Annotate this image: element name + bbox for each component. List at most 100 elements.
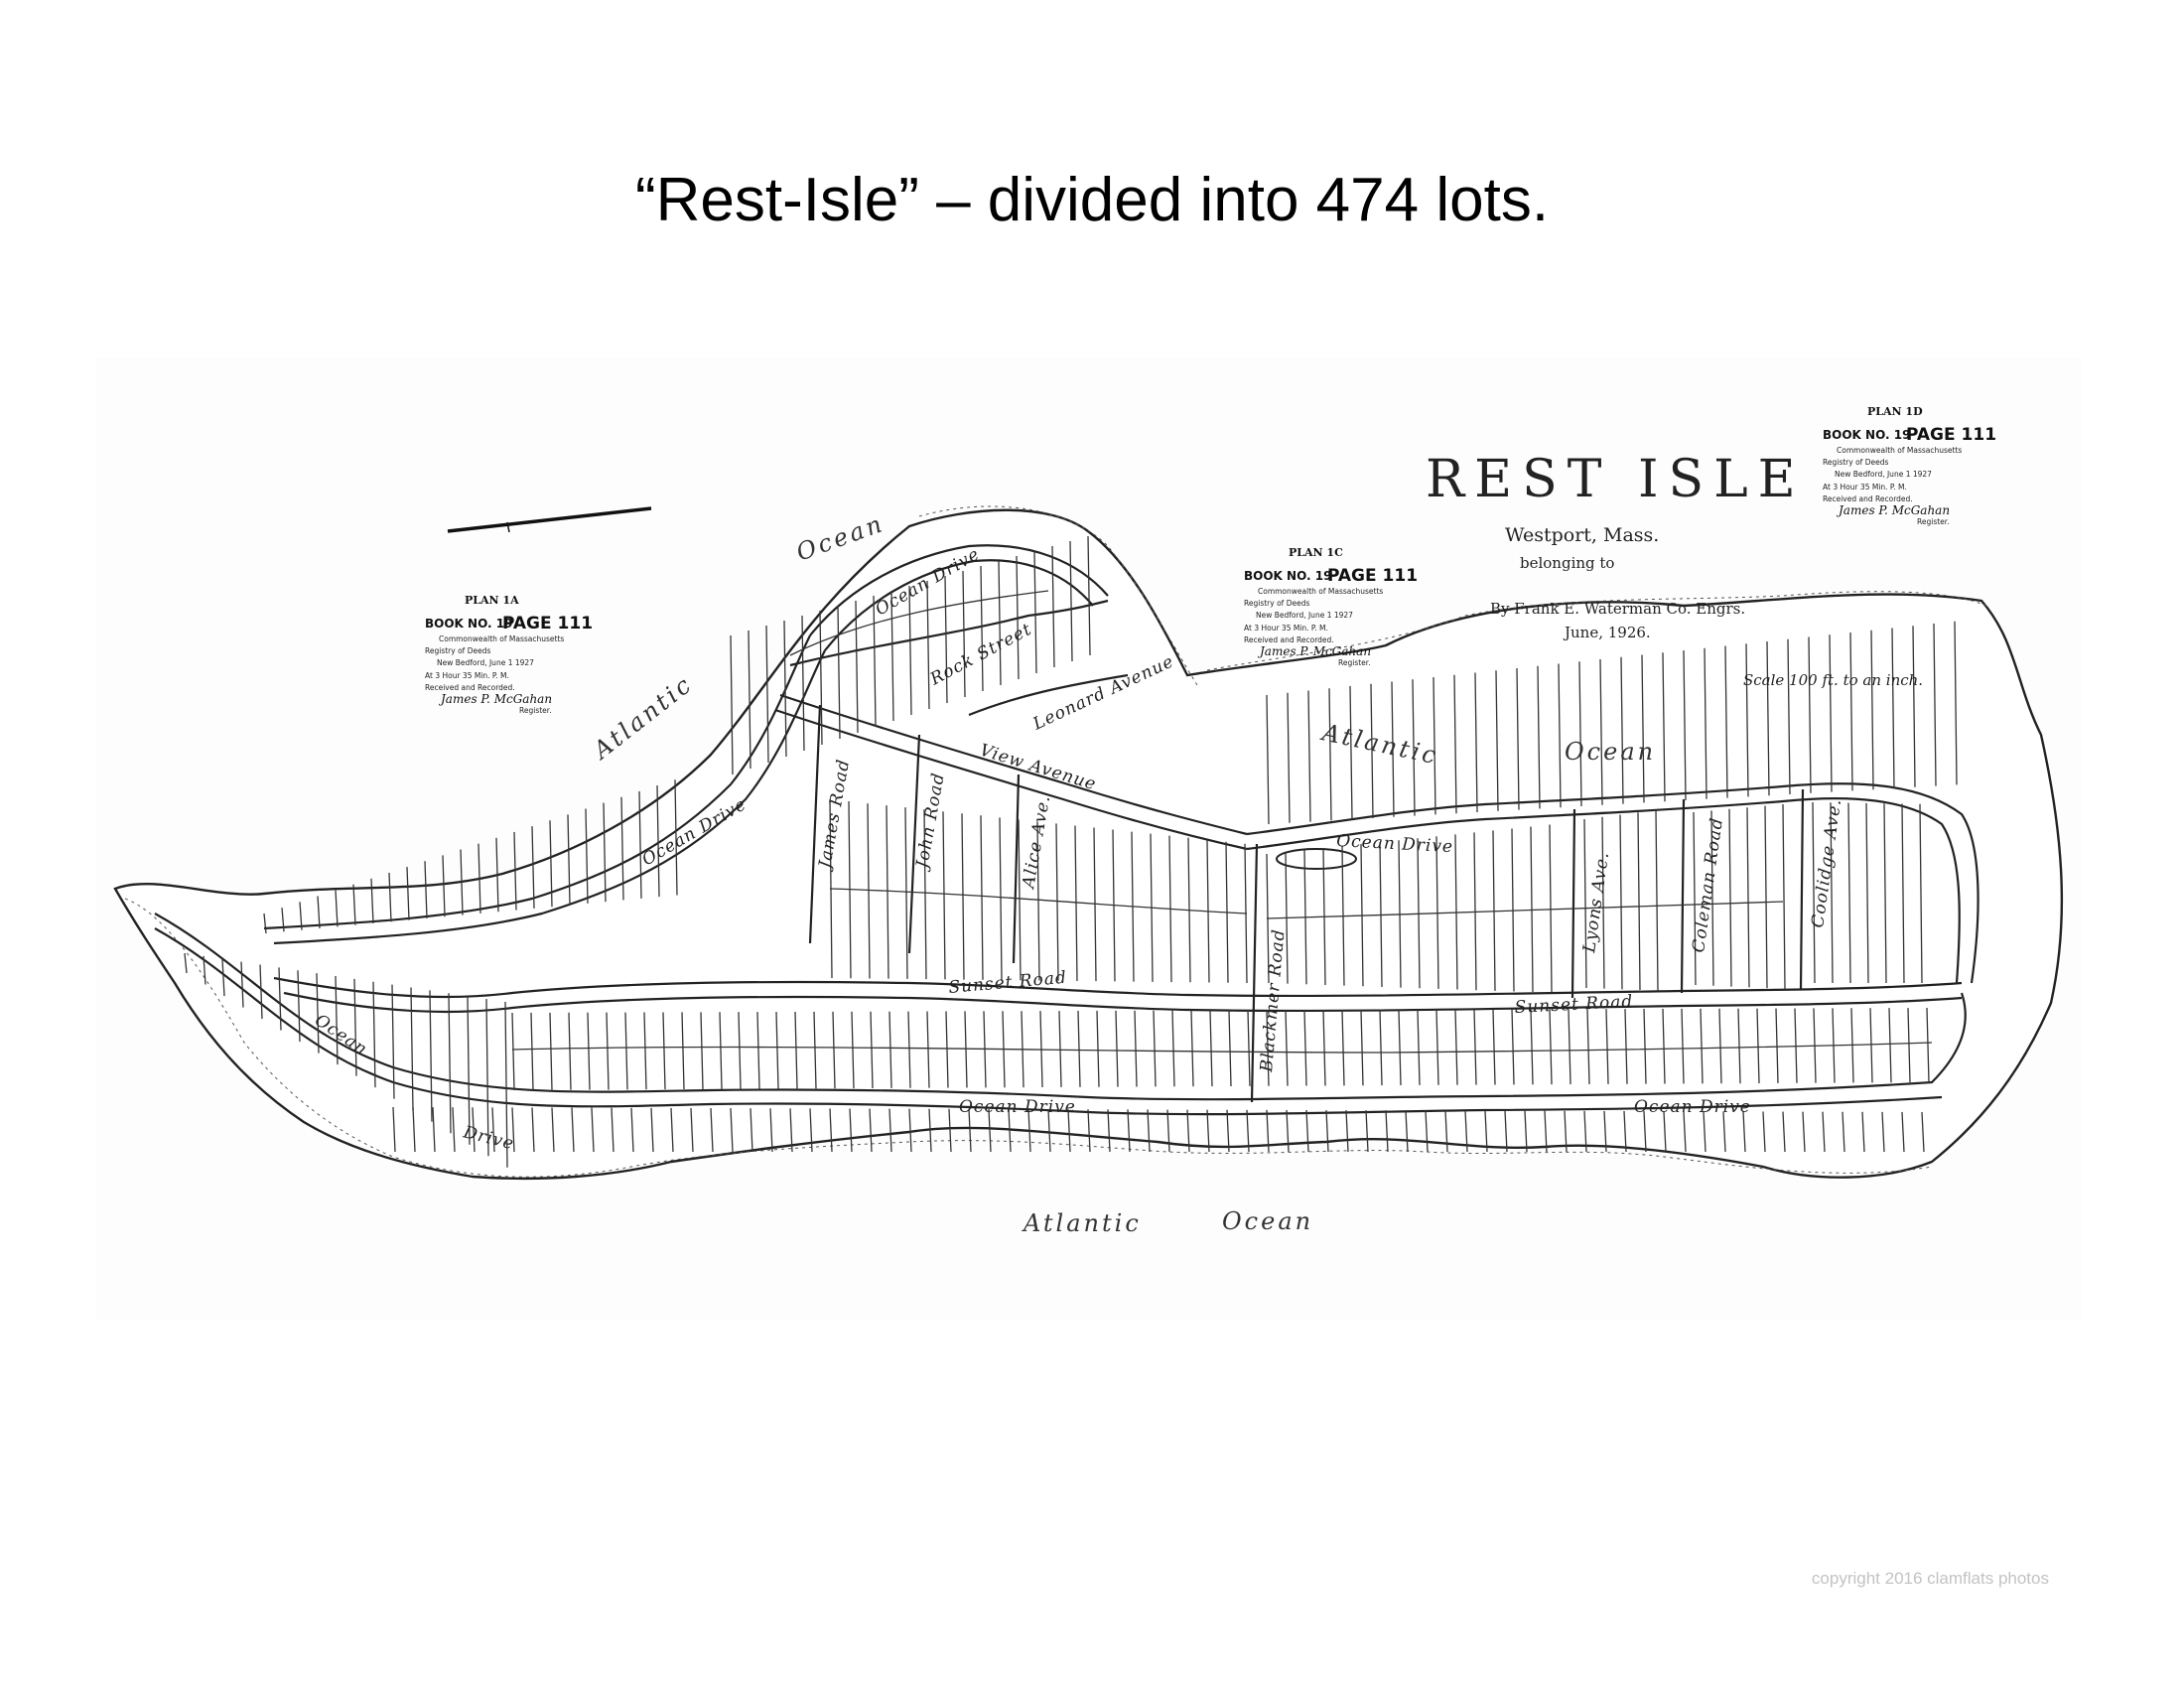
lot-line bbox=[1926, 1008, 1930, 1083]
lot-line bbox=[748, 630, 751, 770]
lot-line bbox=[1412, 679, 1416, 816]
lot-line bbox=[1370, 683, 1374, 819]
map-title: REST ISLE bbox=[1426, 450, 1806, 509]
lot-line bbox=[1069, 540, 1073, 662]
lot-line bbox=[964, 1011, 968, 1088]
lot-line bbox=[1417, 1009, 1421, 1085]
svg-text:At 3 Hour 35 Min. P. M.: At 3 Hour 35 Min. P. M. bbox=[1823, 483, 1907, 492]
lot-line bbox=[1829, 634, 1833, 792]
lot-line bbox=[406, 867, 410, 920]
lot-line bbox=[203, 955, 206, 985]
map-date: June, 1926. bbox=[1563, 624, 1651, 641]
svg-text:Register.: Register. bbox=[519, 706, 552, 715]
lot-line bbox=[511, 1042, 1933, 1054]
lot-line bbox=[867, 803, 871, 979]
lot-line bbox=[1756, 1008, 1760, 1084]
lot-line bbox=[1623, 1110, 1627, 1153]
lot-line bbox=[829, 888, 1248, 914]
lot-line bbox=[591, 1107, 595, 1153]
lot-line bbox=[681, 1012, 685, 1090]
ocean-label-bottom: Ocean bbox=[1222, 1207, 1313, 1235]
lot-line bbox=[1341, 1010, 1345, 1086]
lot-line bbox=[299, 902, 303, 930]
lot-line bbox=[1620, 656, 1624, 804]
lot-line bbox=[1328, 688, 1332, 821]
lot-line bbox=[1849, 632, 1853, 791]
lot-line bbox=[353, 978, 357, 1076]
lot-line bbox=[549, 1012, 553, 1090]
lot-line bbox=[530, 1012, 534, 1090]
lot-line bbox=[813, 1011, 817, 1089]
lot-line bbox=[1683, 1111, 1687, 1153]
lot-line bbox=[1919, 803, 1923, 984]
lot-line bbox=[1724, 645, 1728, 798]
lot-line bbox=[281, 908, 285, 932]
road-alice-ave bbox=[1012, 774, 1021, 964]
lot-line bbox=[1365, 1110, 1369, 1153]
street-label-ocean-drive-bottom: Ocean Drive bbox=[959, 1097, 1076, 1117]
lot-line bbox=[1742, 1111, 1746, 1153]
lot-line bbox=[1901, 1111, 1905, 1153]
lot-line bbox=[1583, 818, 1587, 989]
lot-line bbox=[789, 590, 1049, 656]
lot-line bbox=[1266, 1010, 1270, 1086]
lot-line bbox=[1722, 1111, 1726, 1153]
lot-line bbox=[783, 620, 787, 758]
lot-line bbox=[511, 1012, 515, 1091]
lot-line bbox=[926, 1011, 930, 1088]
lot-line bbox=[674, 779, 678, 896]
lot-line bbox=[1166, 1109, 1170, 1153]
lot-line bbox=[1704, 647, 1707, 799]
lot-line bbox=[1349, 685, 1353, 820]
lot-line bbox=[1055, 823, 1059, 981]
lot-line bbox=[442, 855, 446, 917]
lot-line bbox=[1583, 1110, 1587, 1153]
lot-line bbox=[1624, 1009, 1628, 1084]
lot-line bbox=[531, 1107, 535, 1153]
lot-line bbox=[1492, 1009, 1496, 1085]
lot-line bbox=[1226, 1109, 1230, 1153]
lot-line bbox=[928, 1108, 932, 1153]
lot-line bbox=[1601, 816, 1605, 989]
lot-line bbox=[335, 976, 339, 1065]
lot-line bbox=[1286, 1109, 1290, 1153]
lot-line bbox=[1787, 638, 1791, 795]
lot-line bbox=[1599, 658, 1603, 805]
lot-line bbox=[1901, 803, 1905, 984]
lot-line bbox=[1766, 640, 1770, 796]
lot-line bbox=[478, 843, 481, 914]
lot-line bbox=[391, 984, 395, 1099]
lot-line bbox=[1147, 1109, 1151, 1153]
lot-line bbox=[1812, 801, 1816, 984]
lot-line bbox=[1683, 649, 1687, 801]
map-scale: Scale 100 ft. to an inch. bbox=[1743, 671, 1923, 689]
svg-text:BOOK NO. 19: BOOK NO. 19 bbox=[1823, 428, 1910, 442]
recording-stamp-plan-1d: PLAN 1D BOOK NO. 19 PAGE 111 Commonwealt… bbox=[1823, 405, 1996, 526]
lot-line bbox=[1051, 545, 1055, 668]
lot-line bbox=[1360, 1009, 1364, 1086]
svg-text:Registry of Deeds: Registry of Deeds bbox=[425, 646, 490, 655]
lot-line bbox=[1912, 626, 1916, 787]
lot-line bbox=[1842, 1111, 1845, 1153]
lot-line bbox=[756, 1012, 760, 1089]
lot-line bbox=[1484, 1110, 1488, 1153]
lot-line bbox=[568, 1012, 572, 1090]
lot-line bbox=[606, 1012, 610, 1090]
lot-line bbox=[700, 1012, 704, 1089]
lot-line bbox=[1802, 1111, 1806, 1153]
lot-line bbox=[1891, 628, 1895, 789]
lot-line bbox=[1504, 1110, 1508, 1153]
lot-line bbox=[962, 570, 966, 698]
lot-line bbox=[837, 605, 841, 740]
lot-line bbox=[1530, 826, 1534, 993]
lot-line bbox=[448, 993, 452, 1134]
road-sunset-road bbox=[273, 976, 1963, 999]
svg-text:James P. McGahan: James P. McGahan bbox=[1257, 644, 1371, 658]
svg-text:PLAN 1D: PLAN 1D bbox=[1867, 405, 1923, 418]
lot-line bbox=[495, 837, 499, 913]
lot-line bbox=[1762, 1111, 1766, 1153]
lot-line bbox=[297, 970, 301, 1043]
road-lyons-ave bbox=[1570, 808, 1576, 999]
lot-line bbox=[851, 1011, 855, 1089]
lot-line bbox=[1641, 654, 1645, 803]
